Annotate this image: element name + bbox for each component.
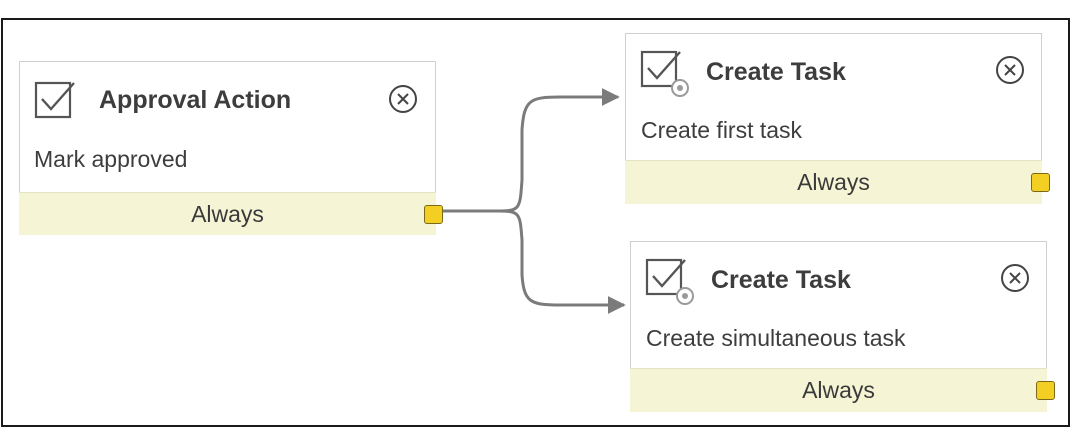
node-create-task-simultaneous[interactable]: Create Task Create simultaneous task Alw… <box>630 241 1055 412</box>
node-condition-bar: Always <box>625 160 1042 204</box>
node-create-task-first[interactable]: Create Task Create first task Always <box>625 33 1050 204</box>
node-title: Create Task <box>706 58 846 86</box>
close-icon[interactable] <box>995 55 1025 85</box>
node-condition-label: Always <box>797 169 870 195</box>
node-title: Create Task <box>711 266 851 294</box>
close-icon[interactable] <box>388 84 418 114</box>
connector-approval-to-simultaneous-task[interactable] <box>443 209 626 314</box>
node-condition-bar: Always <box>19 192 436 235</box>
output-port[interactable] <box>1031 173 1050 192</box>
task-checkbox-gear-icon <box>640 50 689 97</box>
close-icon[interactable] <box>1000 263 1030 293</box>
task-checkbox-gear-icon <box>645 258 694 305</box>
node-description: Mark approved <box>34 146 188 172</box>
node-approval-action[interactable]: Approval Action Mark approved Always <box>19 61 443 235</box>
node-condition-label: Always <box>191 201 264 227</box>
node-title: Approval Action <box>99 86 292 114</box>
output-port[interactable] <box>1036 381 1055 400</box>
node-condition-bar: Always <box>630 368 1047 412</box>
connector-approval-to-first-task[interactable] <box>443 88 620 213</box>
node-description: Create simultaneous task <box>646 325 906 351</box>
node-condition-label: Always <box>802 377 875 403</box>
node-description: Create first task <box>641 117 803 143</box>
checkbox-icon <box>34 81 75 119</box>
output-port[interactable] <box>424 205 443 224</box>
